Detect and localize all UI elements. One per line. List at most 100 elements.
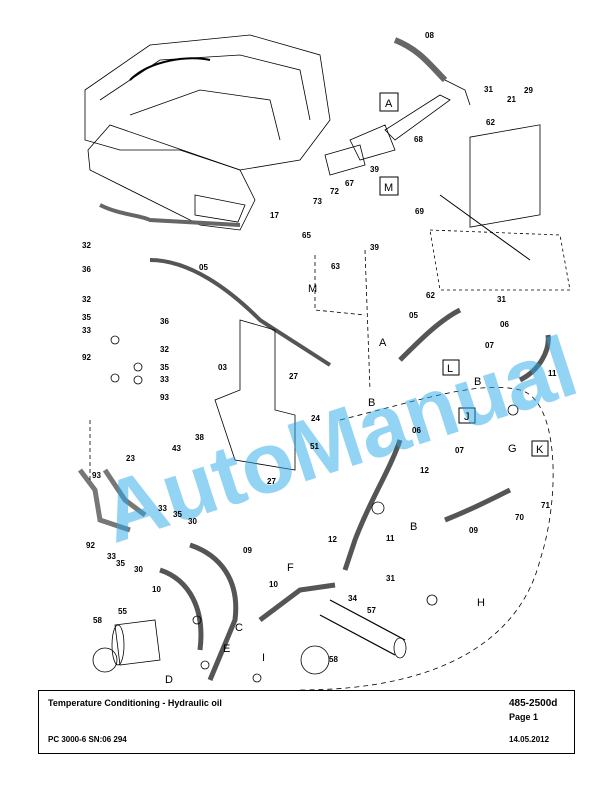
view-letter: B bbox=[368, 397, 375, 409]
part-label: 06 bbox=[500, 320, 509, 329]
part-label: 12 bbox=[328, 535, 337, 544]
part-label: 35 bbox=[82, 313, 91, 322]
part-label: 71 bbox=[541, 501, 550, 510]
part-label: 17 bbox=[270, 211, 279, 220]
part-label: 36 bbox=[160, 317, 169, 326]
part-label: 05 bbox=[409, 311, 418, 320]
part-label: 36 bbox=[82, 265, 91, 274]
view-letter: I bbox=[262, 652, 265, 664]
part-label: 21 bbox=[507, 95, 516, 104]
clamp-58-right bbox=[300, 645, 330, 675]
part-label: 29 bbox=[524, 86, 533, 95]
part-label: 39 bbox=[370, 243, 379, 252]
watermark: AutoManual bbox=[90, 318, 588, 561]
view-letter: G bbox=[508, 443, 517, 455]
view-letter: A bbox=[379, 337, 387, 349]
part-label: 33 bbox=[82, 326, 91, 335]
part-label: 32 bbox=[160, 345, 169, 354]
part-label: 11 bbox=[548, 369, 557, 378]
part-label: 51 bbox=[310, 442, 319, 451]
view-letter: B bbox=[410, 521, 417, 533]
title-block: Temperature Conditioning - Hydraulic oil… bbox=[38, 690, 575, 754]
part-label: 31 bbox=[497, 295, 506, 304]
view-letter: F bbox=[287, 562, 294, 574]
view-letter: E bbox=[223, 643, 230, 655]
pipe-57 bbox=[319, 599, 406, 656]
part-label: 32 bbox=[82, 241, 91, 250]
part-label: 30 bbox=[134, 565, 143, 574]
part-label: 35 bbox=[116, 559, 125, 568]
part-label: 33 bbox=[160, 375, 169, 384]
part-label: 57 bbox=[367, 606, 376, 615]
part-label: 05 bbox=[199, 263, 208, 272]
part-label: 33 bbox=[158, 504, 167, 513]
part-label: 30 bbox=[188, 517, 197, 526]
view-letter: D bbox=[165, 674, 173, 686]
part-label: 35 bbox=[160, 363, 169, 372]
part-label: 62 bbox=[486, 118, 495, 127]
view-letter: M bbox=[384, 182, 393, 194]
part-label: 12 bbox=[420, 466, 429, 475]
view-letter: M bbox=[308, 283, 317, 295]
part-label: 93 bbox=[160, 393, 169, 402]
part-label: 09 bbox=[469, 526, 478, 535]
part-label: 43 bbox=[172, 444, 181, 453]
part-label: 73 bbox=[313, 197, 322, 206]
part-label: 31 bbox=[484, 85, 493, 94]
part-label: 03 bbox=[218, 363, 227, 372]
view-letter: B bbox=[474, 376, 481, 388]
view-letter: C bbox=[235, 622, 243, 634]
part-label: 70 bbox=[515, 513, 524, 522]
part-label: 35 bbox=[173, 510, 182, 519]
document-date: 14.05.2012 bbox=[509, 735, 550, 744]
view-letter: L bbox=[447, 363, 453, 375]
hose-08-left bbox=[99, 203, 241, 227]
document-number: 485-2500d bbox=[509, 698, 558, 709]
oil-tank bbox=[87, 124, 256, 231]
part-label: 09 bbox=[243, 546, 252, 555]
hose-08-top bbox=[393, 37, 448, 83]
hose-09-right bbox=[444, 487, 512, 523]
part-label: 58 bbox=[329, 655, 338, 664]
part-label: 07 bbox=[485, 341, 494, 350]
part-label: 27 bbox=[289, 372, 298, 381]
hydraulic-diagram: AutoManual 08 31 29 21 62 68 17 39 67 72… bbox=[78, 31, 588, 690]
part-label: 69 bbox=[415, 207, 424, 216]
part-label: 58 bbox=[93, 616, 102, 625]
view-letter: A bbox=[385, 98, 393, 110]
clamp-58-left bbox=[92, 647, 118, 673]
part-label: 23 bbox=[126, 454, 135, 463]
part-label: 10 bbox=[152, 585, 161, 594]
machine-frame bbox=[84, 34, 331, 171]
machine-serial: PC 3000-6 SN:06 294 bbox=[48, 735, 127, 744]
part-label: 62 bbox=[426, 291, 435, 300]
part-label: 32 bbox=[82, 295, 91, 304]
bracket-03 bbox=[214, 319, 296, 471]
sleeve-55 bbox=[114, 619, 161, 666]
part-label: 31 bbox=[386, 574, 395, 583]
part-label: 67 bbox=[345, 179, 354, 188]
view-letter: J bbox=[464, 411, 470, 423]
part-label: 27 bbox=[267, 477, 276, 486]
part-label: 93 bbox=[92, 471, 101, 480]
part-label: 63 bbox=[331, 262, 340, 271]
part-label: 72 bbox=[330, 187, 339, 196]
control-box bbox=[469, 124, 541, 228]
part-label: 39 bbox=[370, 165, 379, 174]
part-label: 11 bbox=[386, 534, 395, 543]
part-label: 24 bbox=[311, 414, 320, 423]
part-label: 34 bbox=[348, 594, 357, 603]
view-letter: H bbox=[477, 597, 485, 609]
part-label: 33 bbox=[107, 552, 116, 561]
part-label: 38 bbox=[195, 433, 204, 442]
part-label: 92 bbox=[86, 541, 95, 550]
part-label: 10 bbox=[269, 580, 278, 589]
part-label: 92 bbox=[82, 353, 91, 362]
part-label: 08 bbox=[425, 31, 434, 40]
part-label: 07 bbox=[455, 446, 464, 455]
part-label: 06 bbox=[412, 426, 421, 435]
page-number: Page 1 bbox=[509, 712, 539, 722]
hose-12 bbox=[342, 439, 403, 571]
part-label: 68 bbox=[414, 135, 423, 144]
document-title: Temperature Conditioning - Hydraulic oil bbox=[48, 698, 222, 708]
